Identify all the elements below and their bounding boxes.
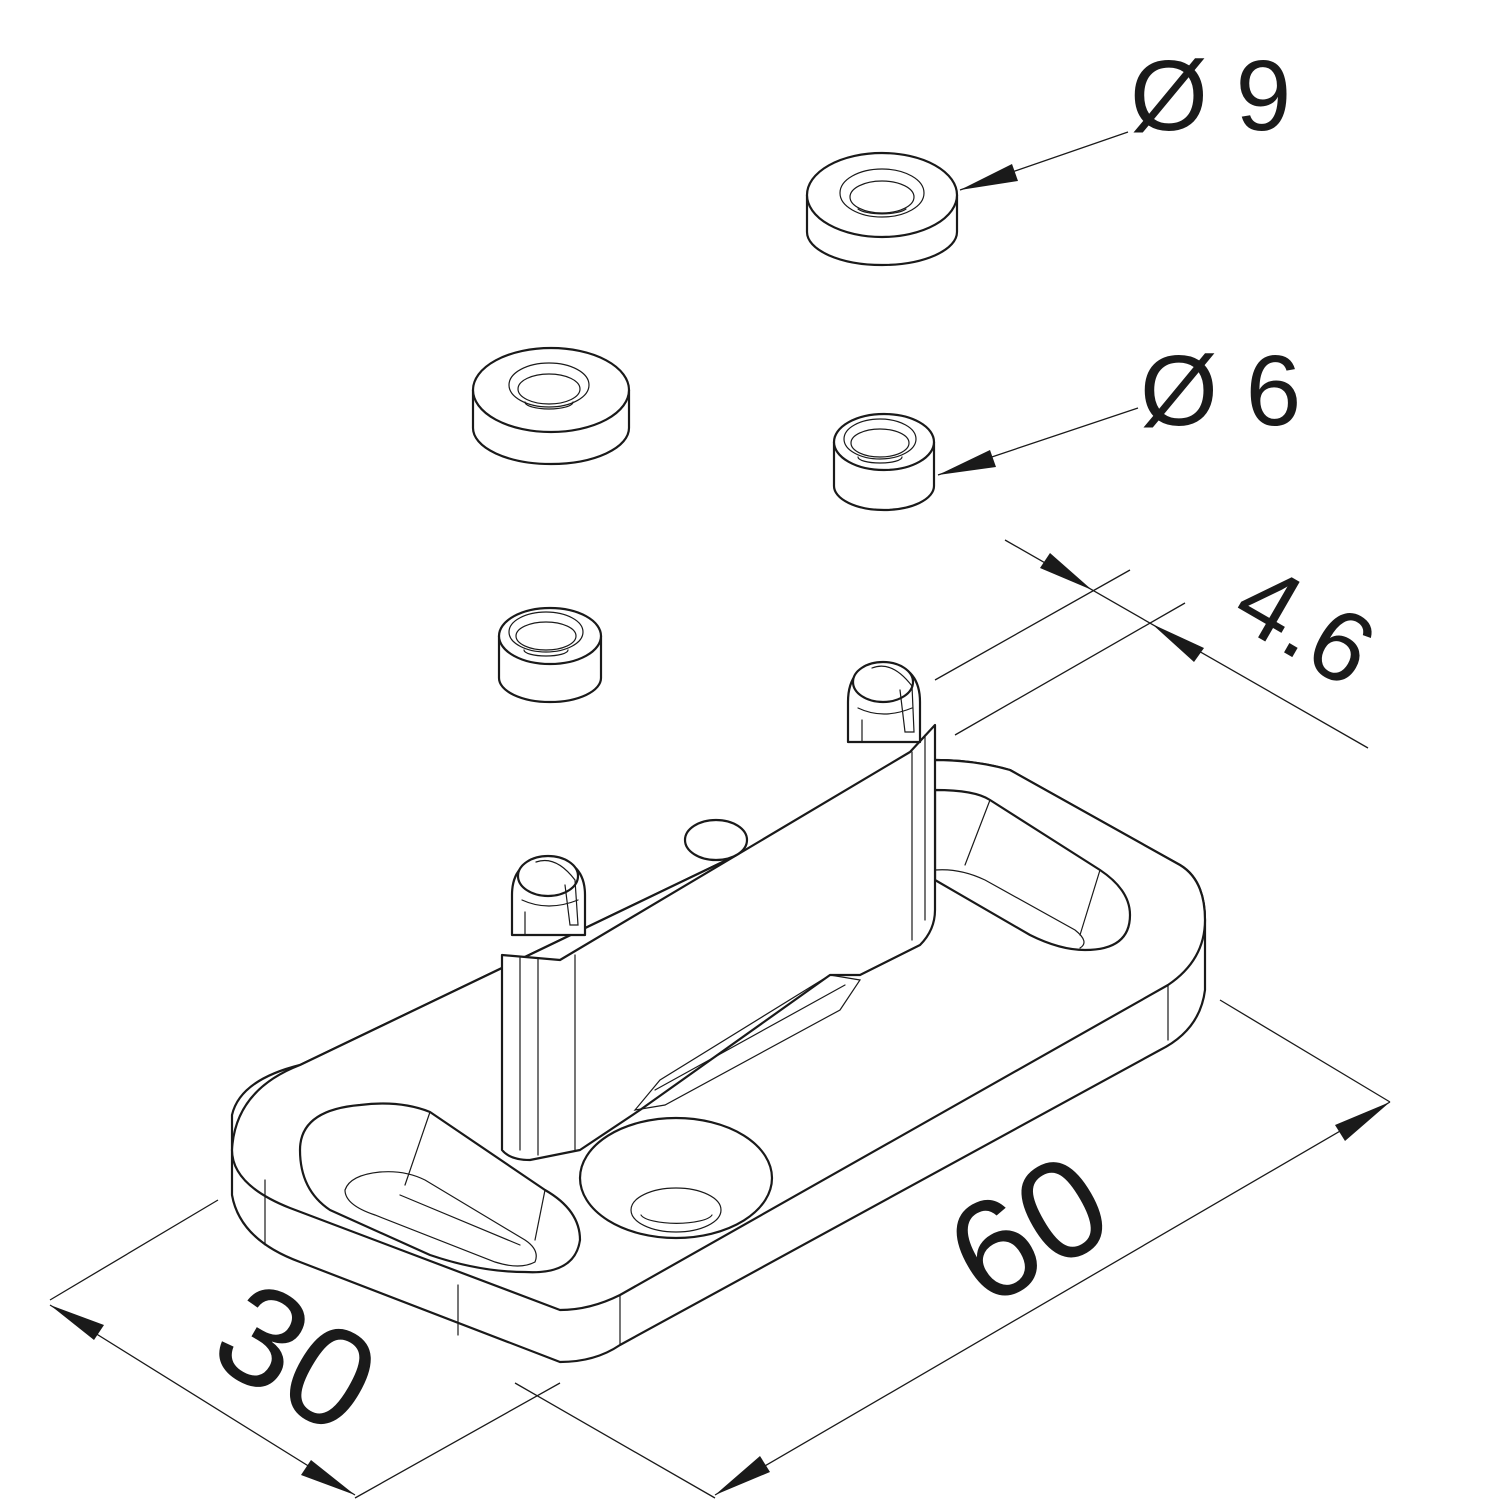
base-plate	[230, 660, 1207, 1364]
dimension-label-dia-small: Ø 6	[1140, 335, 1301, 447]
dimension-thickness: 4.6	[934, 539, 1393, 749]
washer-large-top	[805, 151, 959, 267]
bushing-small-right	[832, 412, 936, 512]
dimension-label-thickness: 4.6	[1217, 542, 1393, 709]
dimension-dia-large: Ø 9	[959, 40, 1291, 191]
washer-large-left	[471, 346, 631, 466]
dimension-label-dia-large: Ø 9	[1130, 40, 1291, 152]
dimension-dia-small: Ø 6	[937, 335, 1301, 476]
bushing-small-left	[497, 606, 603, 704]
